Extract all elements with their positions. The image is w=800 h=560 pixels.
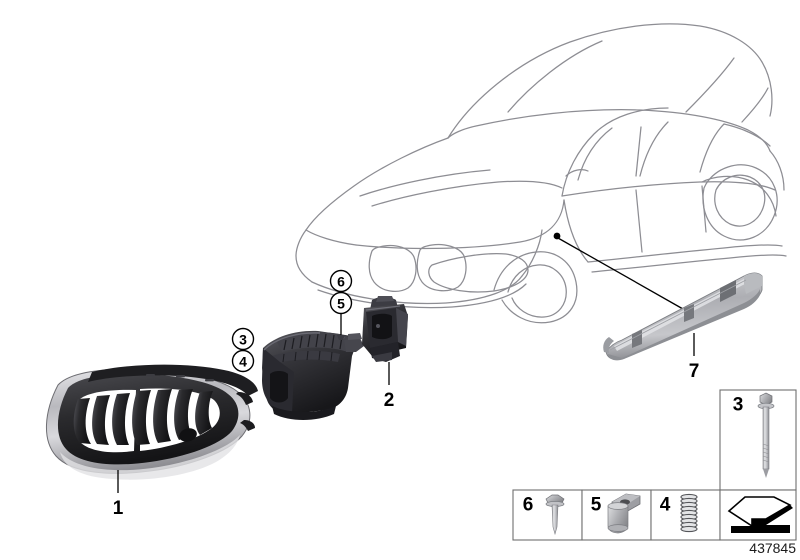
legend-cell-4[interactable]: 4 xyxy=(650,489,721,541)
legend-cell-arrow[interactable] xyxy=(719,489,797,541)
coil-spring-icon xyxy=(680,493,698,533)
callout-6-label: 6 xyxy=(337,274,345,290)
part-label-1: 1 xyxy=(113,470,124,519)
grommet-clip-icon xyxy=(607,493,641,534)
part-label-7: 7 xyxy=(689,333,700,382)
vehicle-outline xyxy=(295,23,787,324)
legend-cell-5[interactable]: 5 xyxy=(581,489,652,541)
part-mounting-bracket xyxy=(362,296,408,362)
callout-circle-5[interactable]: 5 xyxy=(329,291,353,315)
part-label-2-text: 2 xyxy=(384,390,395,411)
part-label-1-text: 1 xyxy=(113,498,124,519)
callout-3-label: 3 xyxy=(239,332,247,348)
legend-cell-3[interactable]: 3 xyxy=(719,389,797,491)
hex-flange-bolt-icon xyxy=(757,392,775,478)
legend-3-number: 3 xyxy=(733,395,744,416)
legend-cell-6[interactable]: 6 xyxy=(512,489,583,541)
callout-circle-4[interactable]: 4 xyxy=(231,349,255,373)
callout-circle-3[interactable]: 3 xyxy=(231,327,255,351)
part-side-trim-strip xyxy=(603,272,763,361)
callout-4-label: 4 xyxy=(239,354,247,370)
part-grille-carrier-bracket xyxy=(262,330,364,420)
part-labels: 1 2 7 xyxy=(113,333,700,519)
legend-4-number: 4 xyxy=(660,495,671,516)
callout-5-label: 5 xyxy=(337,296,345,312)
part-label-7-text: 7 xyxy=(689,361,700,382)
part-label-2: 2 xyxy=(384,362,395,411)
part-kidney-grille xyxy=(45,364,258,480)
vehicle-pointer xyxy=(553,232,684,310)
direction-arrow-icon xyxy=(727,496,793,533)
callout-circles: 3 4 6 5 xyxy=(231,269,353,373)
legend-6-number: 6 xyxy=(523,495,534,516)
callout-circle-6[interactable]: 6 xyxy=(329,269,353,293)
drawing-number: 437845 xyxy=(749,540,796,556)
legend-5-number: 5 xyxy=(591,495,602,516)
fastener-pin-indicator xyxy=(337,314,345,340)
push-rivet-icon xyxy=(545,494,565,536)
hardware-legend: 3 xyxy=(512,389,797,556)
